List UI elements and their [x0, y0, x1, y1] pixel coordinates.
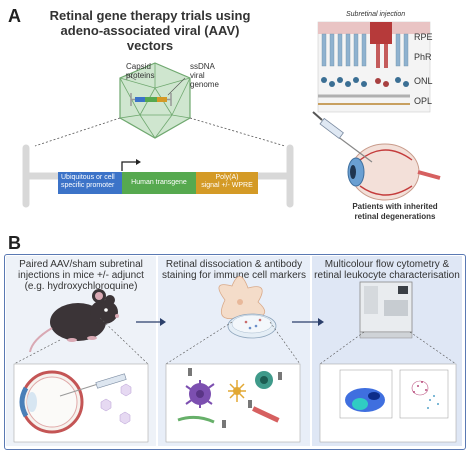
polya-label-line1: Poly(A): [215, 174, 239, 181]
capsid-label-line1: Capsid: [126, 62, 151, 71]
capsid-label: Capsid proteins: [126, 62, 154, 80]
patients-label-line2: retinal degenerations: [354, 212, 436, 221]
polya-box: Poly(A) signal +/- WPRE: [196, 172, 258, 194]
step1-title-line2: injections in mice +/- adjunct: [18, 270, 144, 281]
step3-title: Multicolour flow cytometry & retinal leu…: [312, 259, 462, 281]
panel-a-title-line1: Retinal gene therapy trials using: [49, 8, 251, 23]
syringe-icon: [59, 373, 127, 397]
layer-label-onl: ONL: [414, 76, 433, 86]
step2-title: Retinal dissociation & antibody staining…: [158, 259, 310, 281]
promoter-box: Ubiquitous or cell specific promoter: [58, 172, 122, 194]
genome-label-line1: ssDNA: [190, 62, 215, 71]
petri-dish-icon: [227, 313, 277, 339]
arrow-right-icon: [136, 318, 166, 326]
genome-promoter-segment: [135, 97, 145, 102]
genome-label-line2: viral: [190, 71, 205, 80]
genome-label: ssDNA viral genome: [190, 62, 219, 89]
flow-cytometer-icon: [359, 281, 413, 339]
gated-plot-icon: [399, 369, 449, 419]
transgene-box: Human transgene: [122, 172, 196, 194]
promoter-arrow-icon: [121, 161, 136, 171]
layer-label-rpe: RPE: [414, 32, 433, 42]
subretinal-bleb-icon: [370, 22, 392, 44]
genome-transgene-segment: [145, 97, 157, 102]
panel-a-title: Retinal gene therapy trials using adeno-…: [40, 8, 260, 53]
subretinal-injection-label: Subretinal injection: [346, 11, 406, 18]
eye-icon: [347, 143, 441, 201]
mouse-icon: [29, 289, 119, 353]
layer-label-phr: PhR: [414, 52, 432, 62]
patients-label: Patients with inherited retinal degenera…: [340, 202, 450, 222]
syringe-icon: [312, 111, 373, 163]
immune-cell-icons: [177, 368, 282, 428]
step1-title-line3: (e.g. hydroxychloroquine): [24, 281, 138, 292]
arrow-right-icon: [292, 318, 324, 326]
step2-title-line2: staining for immune cell markers: [162, 270, 306, 281]
eye-cross-section-icon: [19, 370, 84, 434]
panel-b-letter: B: [8, 233, 21, 253]
polya-label-line2: signal +/- WPRE: [201, 182, 253, 189]
panel-a-letter: A: [8, 6, 21, 26]
step1-title: Paired AAV/sham subretinal injections in…: [6, 259, 156, 292]
step3-title-line1: Multicolour flow cytometry &: [324, 259, 450, 270]
genome-label-line3: genome: [190, 80, 219, 89]
step2-title-line1: Retinal dissociation & antibody: [165, 259, 303, 270]
step3-title-line2: retinal leukocyte characterisation: [314, 270, 460, 281]
patients-label-line1: Patients with inherited: [352, 202, 438, 211]
step1-title-line1: Paired AAV/sham subretinal: [19, 259, 143, 270]
layer-label-opl: OPL: [414, 96, 433, 106]
genome-polya-segment: [157, 97, 167, 102]
scatter-plot-icon: [339, 369, 393, 419]
panel-a-title-line2: adeno-associated viral (AAV) vectors: [60, 23, 240, 53]
capsid-label-line2: proteins: [126, 71, 155, 80]
aav-diagram: [22, 21, 441, 208]
